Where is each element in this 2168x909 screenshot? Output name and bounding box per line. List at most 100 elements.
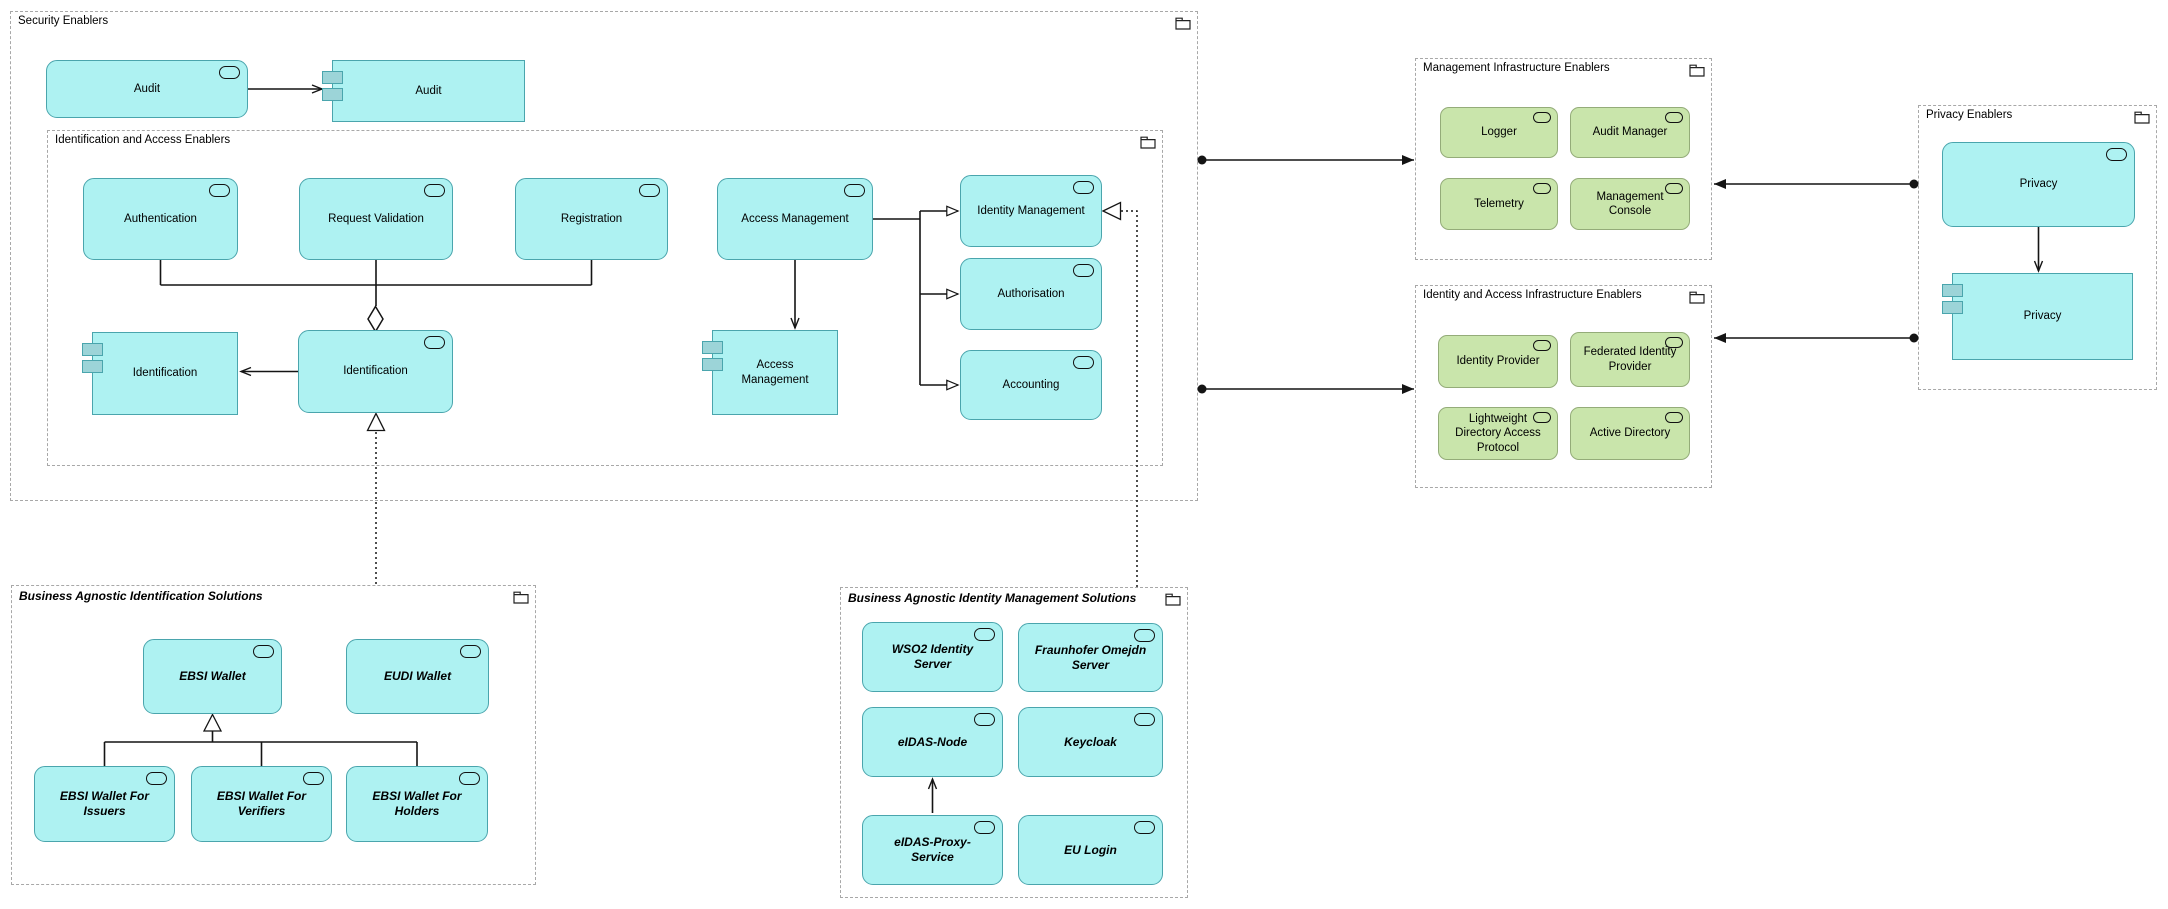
- component-icon: [702, 358, 723, 371]
- application-service-icon: [974, 713, 995, 726]
- application-service-icon: [1073, 356, 1094, 369]
- technology-service-icon: [1533, 112, 1551, 123]
- group-title: Privacy Enablers: [1926, 109, 2013, 121]
- technology-service-icon: [1533, 340, 1551, 351]
- relation-realization-identity-management: [1101, 201, 1138, 587]
- element-audit-component[interactable]: Audit: [322, 60, 525, 122]
- group-title: Security Enablers: [18, 15, 109, 27]
- application-service-icon: [639, 184, 660, 197]
- folder-icon: [1689, 291, 1705, 304]
- group-title: Business Agnostic Identity Management So…: [848, 591, 1137, 605]
- application-service-icon: [459, 772, 480, 785]
- relation-security-to-identity-access-infrastructure: [1197, 384, 1414, 394]
- component-icon: [702, 341, 723, 354]
- element-audit-service[interactable]: Audit: [46, 60, 248, 118]
- element-privacy-service[interactable]: Privacy: [1942, 142, 2135, 227]
- component-icon: [1942, 284, 1963, 297]
- element-audit-manager[interactable]: Audit Manager: [1570, 107, 1690, 158]
- element-management-console[interactable]: Management Console: [1570, 178, 1690, 230]
- element-access-management-service[interactable]: Access Management: [717, 178, 873, 260]
- component-icon: [1942, 301, 1963, 314]
- application-service-icon: [424, 336, 445, 349]
- element-eu-login[interactable]: EU Login: [1018, 815, 1163, 885]
- specialization-triangle: [202, 713, 223, 732]
- relation-security-to-management-infrastructure: [1197, 155, 1414, 165]
- group-business-agnostic-identity-management-solutions[interactable]: Business Agnostic Identity Management So…: [840, 587, 1188, 898]
- element-identity-management[interactable]: Identity Management: [960, 175, 1102, 247]
- application-service-icon: [219, 66, 240, 79]
- application-service-icon: [1073, 181, 1094, 194]
- group-identification-and-access-enablers[interactable]: Identification and Access Enablers: [47, 130, 1163, 466]
- group-business-agnostic-identification-solutions[interactable]: Business Agnostic Identification Solutio…: [11, 585, 536, 885]
- group-title: Identification and Access Enablers: [55, 134, 231, 146]
- application-service-icon: [460, 645, 481, 658]
- element-ebsi-wallet-for-holders[interactable]: EBSI Wallet For Holders: [346, 766, 488, 842]
- element-ebsi-wallet-for-verifiers[interactable]: EBSI Wallet For Verifiers: [191, 766, 332, 842]
- element-registration[interactable]: Registration: [515, 178, 668, 260]
- element-eudi-wallet[interactable]: EUDI Wallet: [346, 639, 489, 714]
- application-service-icon: [146, 772, 167, 785]
- element-eidas-node[interactable]: eIDAS-Node: [862, 707, 1003, 777]
- element-identification-service[interactable]: Identification: [298, 330, 453, 413]
- group-security-enablers[interactable]: Security Enablers: [10, 11, 1198, 501]
- application-service-icon: [844, 184, 865, 197]
- element-active-directory[interactable]: Active Directory: [1570, 407, 1690, 460]
- application-service-icon: [1073, 264, 1094, 277]
- technology-service-icon: [1533, 183, 1551, 194]
- application-service-icon: [253, 645, 274, 658]
- folder-icon: [2134, 111, 2150, 124]
- element-telemetry[interactable]: Telemetry: [1440, 178, 1558, 230]
- element-ebsi-wallet[interactable]: EBSI Wallet: [143, 639, 282, 714]
- element-access-management-component[interactable]: Access Management: [702, 330, 838, 415]
- realization-triangle: [366, 412, 386, 432]
- element-ebsi-wallet-for-issuers[interactable]: EBSI Wallet For Issuers: [34, 766, 175, 842]
- element-identification-component[interactable]: Identification: [82, 332, 238, 415]
- application-service-icon: [209, 184, 230, 197]
- group-privacy-enablers[interactable]: Privacy Enablers: [1918, 105, 2157, 390]
- element-keycloak[interactable]: Keycloak: [1018, 707, 1163, 777]
- element-lightweight-directory-access-protocol[interactable]: Lightweight Directory Access Protocol: [1438, 407, 1558, 460]
- relation-privacy-to-identity-access-infrastructure: [1714, 333, 1919, 343]
- folder-icon: [1175, 17, 1191, 30]
- folder-icon: [1165, 593, 1181, 606]
- application-service-icon: [1134, 629, 1155, 642]
- element-accounting[interactable]: Accounting: [960, 350, 1102, 420]
- element-wso2-identity-server[interactable]: WSO2 Identity Server: [862, 622, 1003, 692]
- technology-service-icon: [1665, 412, 1683, 423]
- technology-service-icon: [1665, 337, 1683, 348]
- application-service-icon: [424, 184, 445, 197]
- element-fraunhofer-omejdn-server[interactable]: Fraunhofer Omejdn Server: [1018, 623, 1163, 692]
- element-privacy-component[interactable]: Privacy: [1942, 273, 2133, 360]
- technology-service-icon: [1533, 412, 1551, 423]
- folder-icon: [513, 591, 529, 604]
- component-icon: [322, 71, 343, 84]
- folder-icon: [1140, 136, 1156, 149]
- group-title: Business Agnostic Identification Solutio…: [19, 589, 263, 603]
- group-management-infrastructure-enablers[interactable]: Management Infrastructure Enablers: [1415, 58, 1712, 260]
- element-federated-identity-provider[interactable]: Federated Identity Provider: [1570, 332, 1690, 387]
- realization-triangle: [1101, 201, 1122, 221]
- relation-privacy-to-management-infrastructure: [1714, 179, 1919, 189]
- element-identity-provider[interactable]: Identity Provider: [1438, 335, 1558, 388]
- application-service-icon: [1134, 821, 1155, 834]
- component-icon: [82, 343, 103, 356]
- element-eidas-proxy-service[interactable]: eIDAS-Proxy-Service: [862, 815, 1003, 885]
- relation-realization-identification: [366, 412, 386, 584]
- component-icon: [322, 88, 343, 101]
- application-service-icon: [974, 628, 995, 641]
- group-identity-and-access-infrastructure-enablers[interactable]: Identity and Access Infrastructure Enabl…: [1415, 285, 1712, 488]
- element-logger[interactable]: Logger: [1440, 107, 1558, 158]
- element-authentication[interactable]: Authentication: [83, 178, 238, 260]
- application-service-icon: [2106, 148, 2127, 161]
- application-service-icon: [974, 821, 995, 834]
- aggregation-diamond: [367, 305, 384, 333]
- relation-access-management-branches: [873, 211, 958, 385]
- folder-icon: [1689, 64, 1705, 77]
- application-service-icon: [303, 772, 324, 785]
- relation-specialization-ebsi-wallet: [103, 713, 418, 766]
- element-request-validation[interactable]: Request Validation: [299, 178, 453, 260]
- element-authorisation[interactable]: Authorisation: [960, 258, 1102, 330]
- group-title: Identity and Access Infrastructure Enabl…: [1423, 289, 1642, 301]
